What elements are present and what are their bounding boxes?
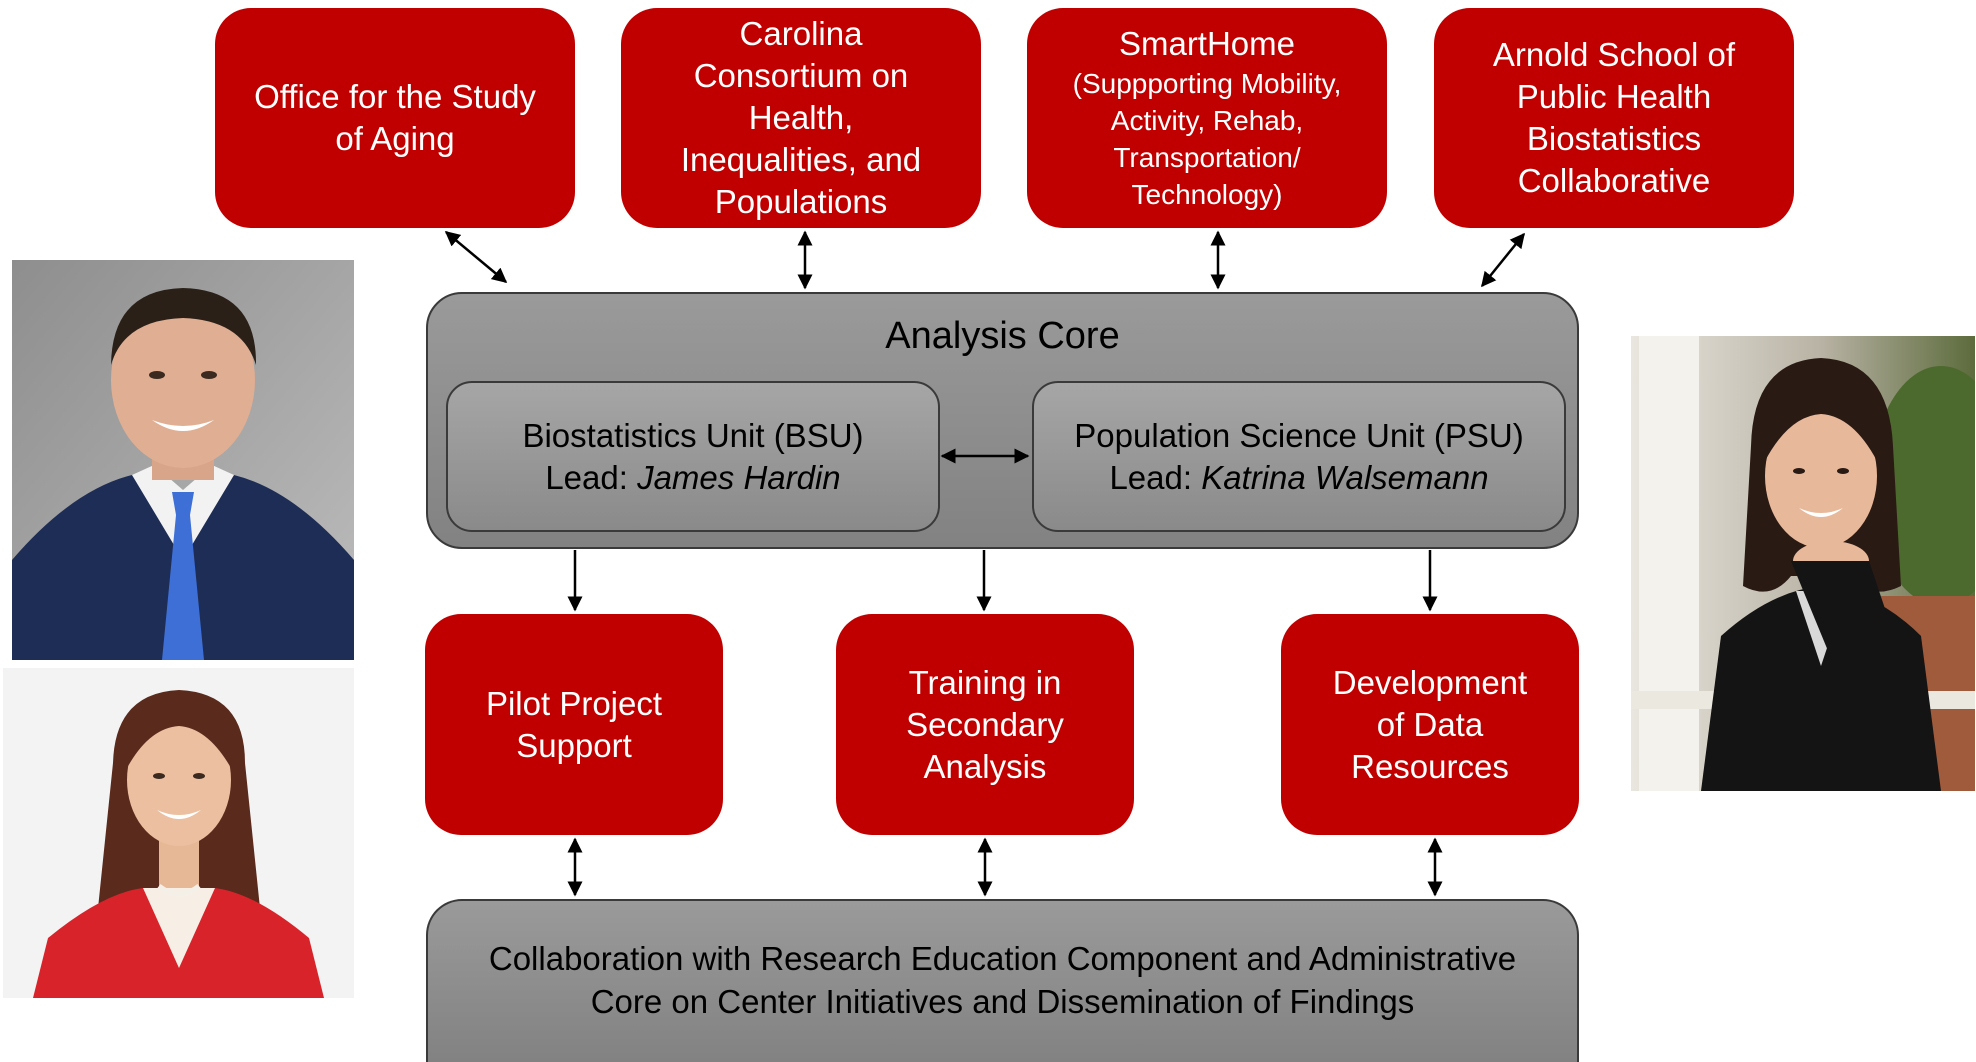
- collaboration-line: Collaboration with Research Education Co…: [488, 940, 1517, 977]
- lead-name: Katrina Walsemann: [1201, 458, 1489, 496]
- collaboration-line: Core on Center Initiatives and Dissemina…: [590, 983, 1415, 1020]
- partner-line: Populations: [714, 183, 888, 220]
- partner-carolina-consortium: Carolina Consortium on Health, Inequalit…: [621, 8, 981, 228]
- biostatistics-unit: Biostatistics Unit (BSU) Lead: James Har…: [446, 381, 940, 532]
- unit-name: Population Science Unit (PSU): [1074, 416, 1524, 454]
- partner-line: Carolina: [739, 15, 863, 52]
- partner-line: Collaborative: [1517, 162, 1711, 199]
- activity-line: Pilot Project: [485, 684, 663, 722]
- lead-label: Lead:: [1109, 458, 1202, 496]
- partner-line: Office for the Study: [254, 78, 536, 115]
- activity-pilot-project-support: Pilot Project Support: [425, 614, 723, 835]
- lead-label: Lead:: [545, 458, 638, 496]
- activity-line: Secondary: [906, 705, 1064, 743]
- photo-woman-black-jacket: [1631, 336, 1975, 791]
- activity-development-data-resources: Development of Data Resources: [1281, 614, 1579, 835]
- population-science-unit: Population Science Unit (PSU) Lead: Katr…: [1032, 381, 1566, 532]
- analysis-core: Analysis Core Biostatistics Unit (BSU) L…: [426, 292, 1579, 549]
- arrow-aging-core: [444, 231, 508, 283]
- partner-line: Public Health: [1516, 78, 1712, 115]
- partner-smarthome: SmartHome (Suppporting Mobility, Activit…: [1027, 8, 1387, 228]
- collaboration-text: Collaboration with Research Education Co…: [428, 937, 1577, 1023]
- partner-line: Activity, Rehab,: [1110, 105, 1304, 136]
- photo-man-blue-tie: [12, 260, 354, 660]
- partner-line: Transportation/: [1113, 142, 1301, 173]
- activity-training-secondary-analysis: Training in Secondary Analysis: [836, 614, 1134, 835]
- lead-name: James Hardin: [637, 458, 841, 496]
- partner-line: Biostatistics: [1526, 120, 1702, 157]
- partner-line: Health,: [748, 99, 854, 136]
- partner-title: SmartHome: [1118, 25, 1296, 62]
- analysis-core-title: Analysis Core: [885, 315, 1120, 357]
- partner-line: (Suppporting Mobility,: [1072, 68, 1342, 99]
- activity-line: Training in: [908, 663, 1062, 701]
- unit-lead: Lead: Katrina Walsemann: [1109, 457, 1488, 499]
- partner-line: Inequalities, and: [680, 141, 922, 178]
- unit-lead: Lead: James Hardin: [545, 457, 840, 499]
- activity-line: of Data: [1376, 705, 1484, 743]
- partner-line: of Aging: [335, 120, 455, 157]
- activity-line: Development: [1332, 663, 1528, 701]
- photo-woman-red-blazer: [3, 668, 354, 998]
- activity-line: Analysis: [923, 747, 1047, 785]
- arrow-arnold-core: [1481, 232, 1525, 288]
- partner-line: Arnold School of: [1492, 36, 1736, 73]
- partner-office-study-aging: Office for the Study of Aging: [215, 8, 575, 228]
- partner-arnold-school: Arnold School of Public Health Biostatis…: [1434, 8, 1794, 228]
- collaboration-box: Collaboration with Research Education Co…: [426, 899, 1579, 1062]
- partner-line: Consortium on: [693, 57, 909, 94]
- activity-line: Support: [516, 726, 632, 764]
- partner-line: Technology): [1131, 179, 1283, 210]
- activity-line: Resources: [1351, 747, 1509, 785]
- unit-name: Biostatistics Unit (BSU): [522, 416, 864, 454]
